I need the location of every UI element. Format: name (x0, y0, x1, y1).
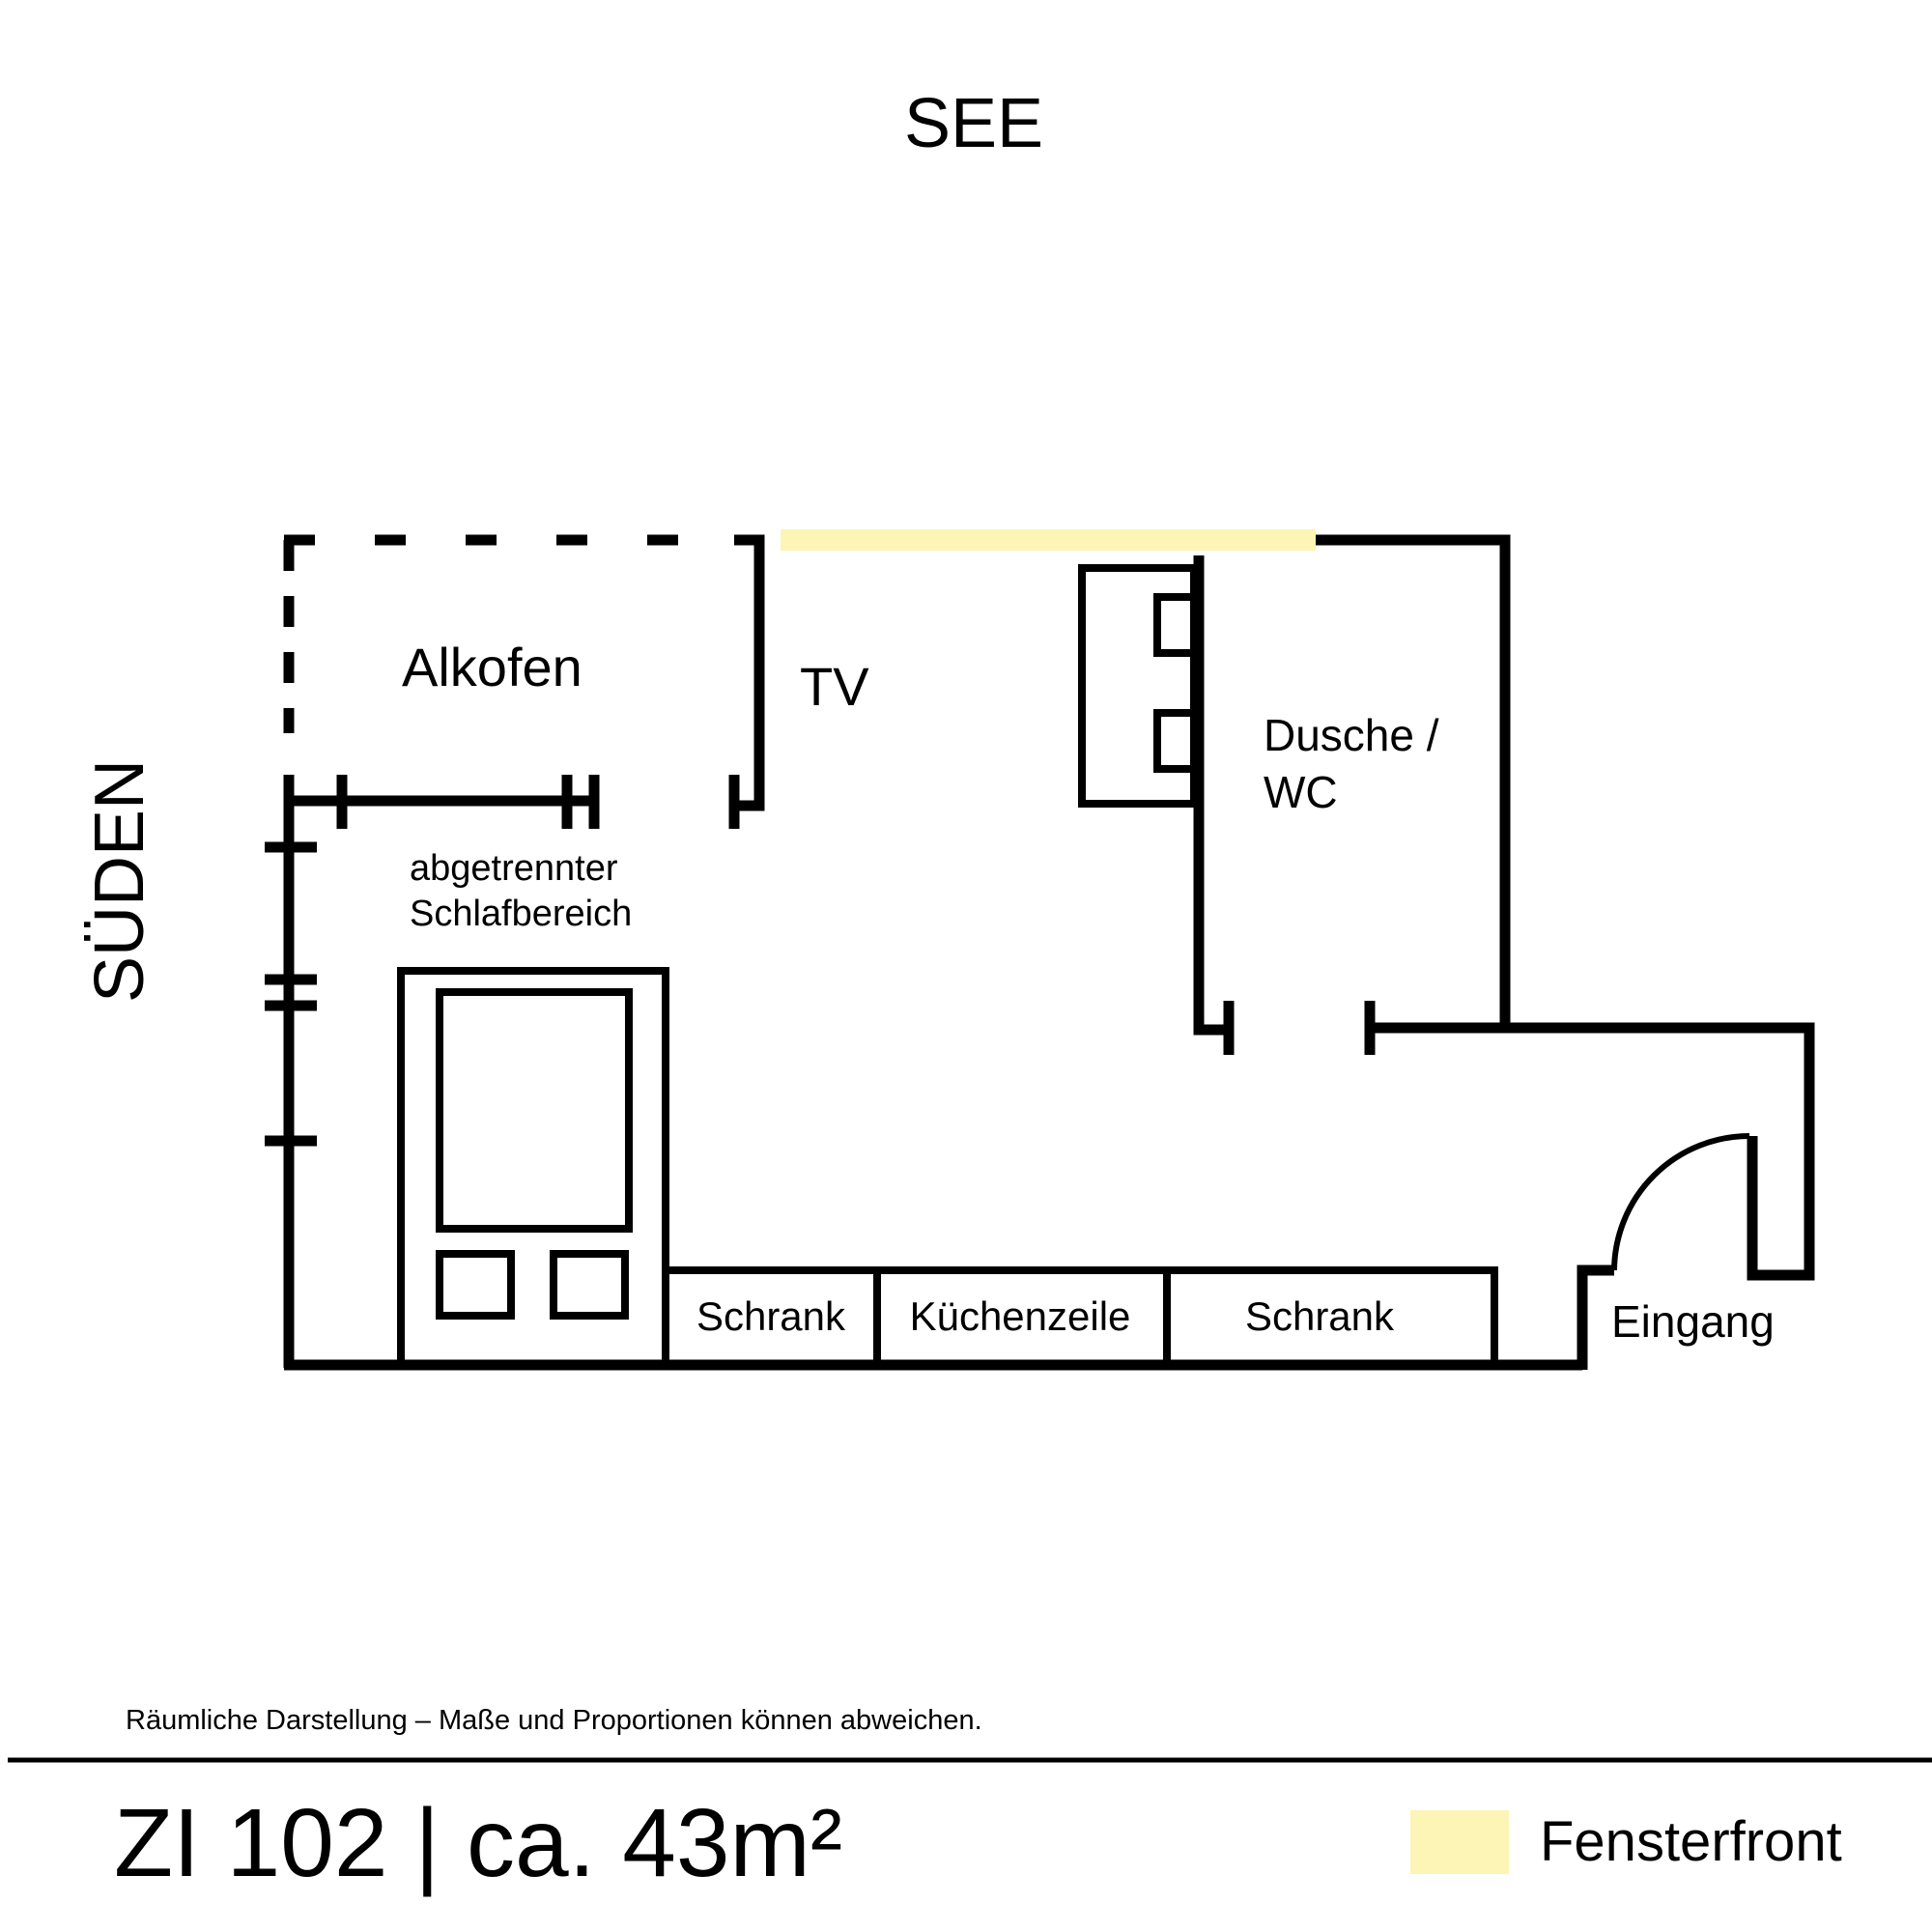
alcove-outline (283, 534, 749, 733)
room-label-bathroom-line1: Dusche / (1264, 710, 1439, 760)
orientation-south-label: SÜDEN (81, 759, 158, 1003)
bathroom-fixtures (1078, 564, 1198, 808)
legend-swatch (1410, 1810, 1509, 1874)
room-label-sleep-line2: Schlafbereich (410, 894, 632, 934)
kitchen-row (662, 1266, 1498, 1369)
legend-label: Fensterfront (1540, 1810, 1842, 1873)
cabinet-left-label: Schrank (696, 1293, 846, 1339)
entrance-door-swing (1611, 1133, 1750, 1271)
room-label-bathroom-line2: WC (1264, 767, 1338, 817)
kitchen-label: Küchenzeile (910, 1293, 1131, 1339)
room-label-tv: TV (800, 656, 869, 717)
cabinet-right-label: Schrank (1245, 1293, 1395, 1339)
room-label-entrance: Eingang (1611, 1296, 1775, 1347)
room-label-alkofen: Alkofen (402, 637, 582, 697)
footer-title: ZI 102 | ca. 43m² (114, 1789, 842, 1897)
bed (397, 967, 669, 1369)
orientation-see-label: SEE (904, 85, 1043, 162)
disclaimer-text: Räumliche Darstellung – Maße und Proport… (126, 1705, 982, 1736)
room-label-sleep-line1: abgetrennter (410, 848, 618, 889)
